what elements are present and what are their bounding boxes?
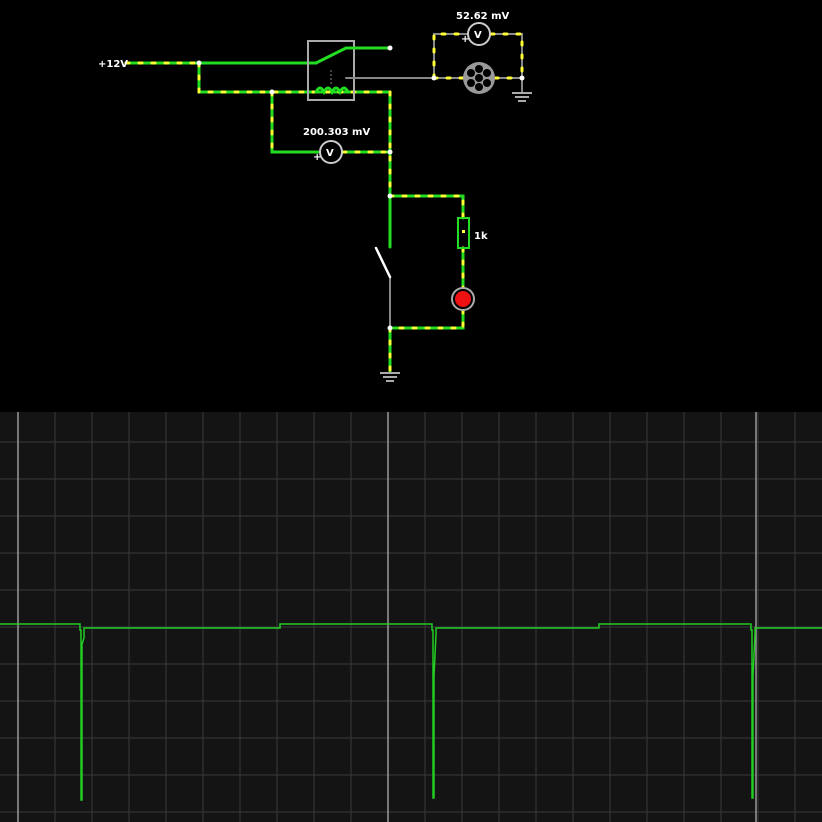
svg-text:+: + — [461, 34, 469, 45]
motor-icon[interactable] — [463, 62, 495, 94]
ground-bottom — [380, 372, 400, 382]
oscilloscope-panel[interactable] — [0, 412, 822, 822]
relay[interactable] — [307, 40, 435, 101]
push-switch[interactable] — [374, 246, 392, 279]
wires-main[interactable] — [197, 61, 465, 374]
svg-text:+: + — [313, 152, 321, 163]
circuit-canvas[interactable]: +12V V — [0, 0, 822, 412]
voltmeter-top-reading: 52.62 mV — [456, 11, 510, 22]
source-label: +12V — [98, 59, 128, 70]
circuit-diagram: +12V V — [98, 11, 532, 382]
power-source-12v[interactable]: +12V — [98, 59, 201, 70]
scope-trace — [0, 623, 822, 801]
voltmeter-mid-reading: 200.303 mV — [303, 127, 370, 138]
scope-grid — [0, 412, 822, 822]
resistor[interactable]: 1k — [457, 217, 488, 249]
scope-plot — [0, 412, 822, 822]
svg-text:V: V — [474, 30, 482, 41]
voltmeter-top[interactable]: V + 52.62 mV — [456, 11, 510, 46]
ground-top — [512, 92, 532, 102]
circuit-nodes — [196, 45, 525, 331]
resistor-label: 1k — [474, 231, 488, 242]
led-icon[interactable] — [451, 287, 475, 311]
voltmeter-mid[interactable]: V + 200.303 mV — [303, 127, 370, 164]
svg-text:V: V — [326, 148, 334, 159]
scope-cursors — [17, 412, 757, 822]
